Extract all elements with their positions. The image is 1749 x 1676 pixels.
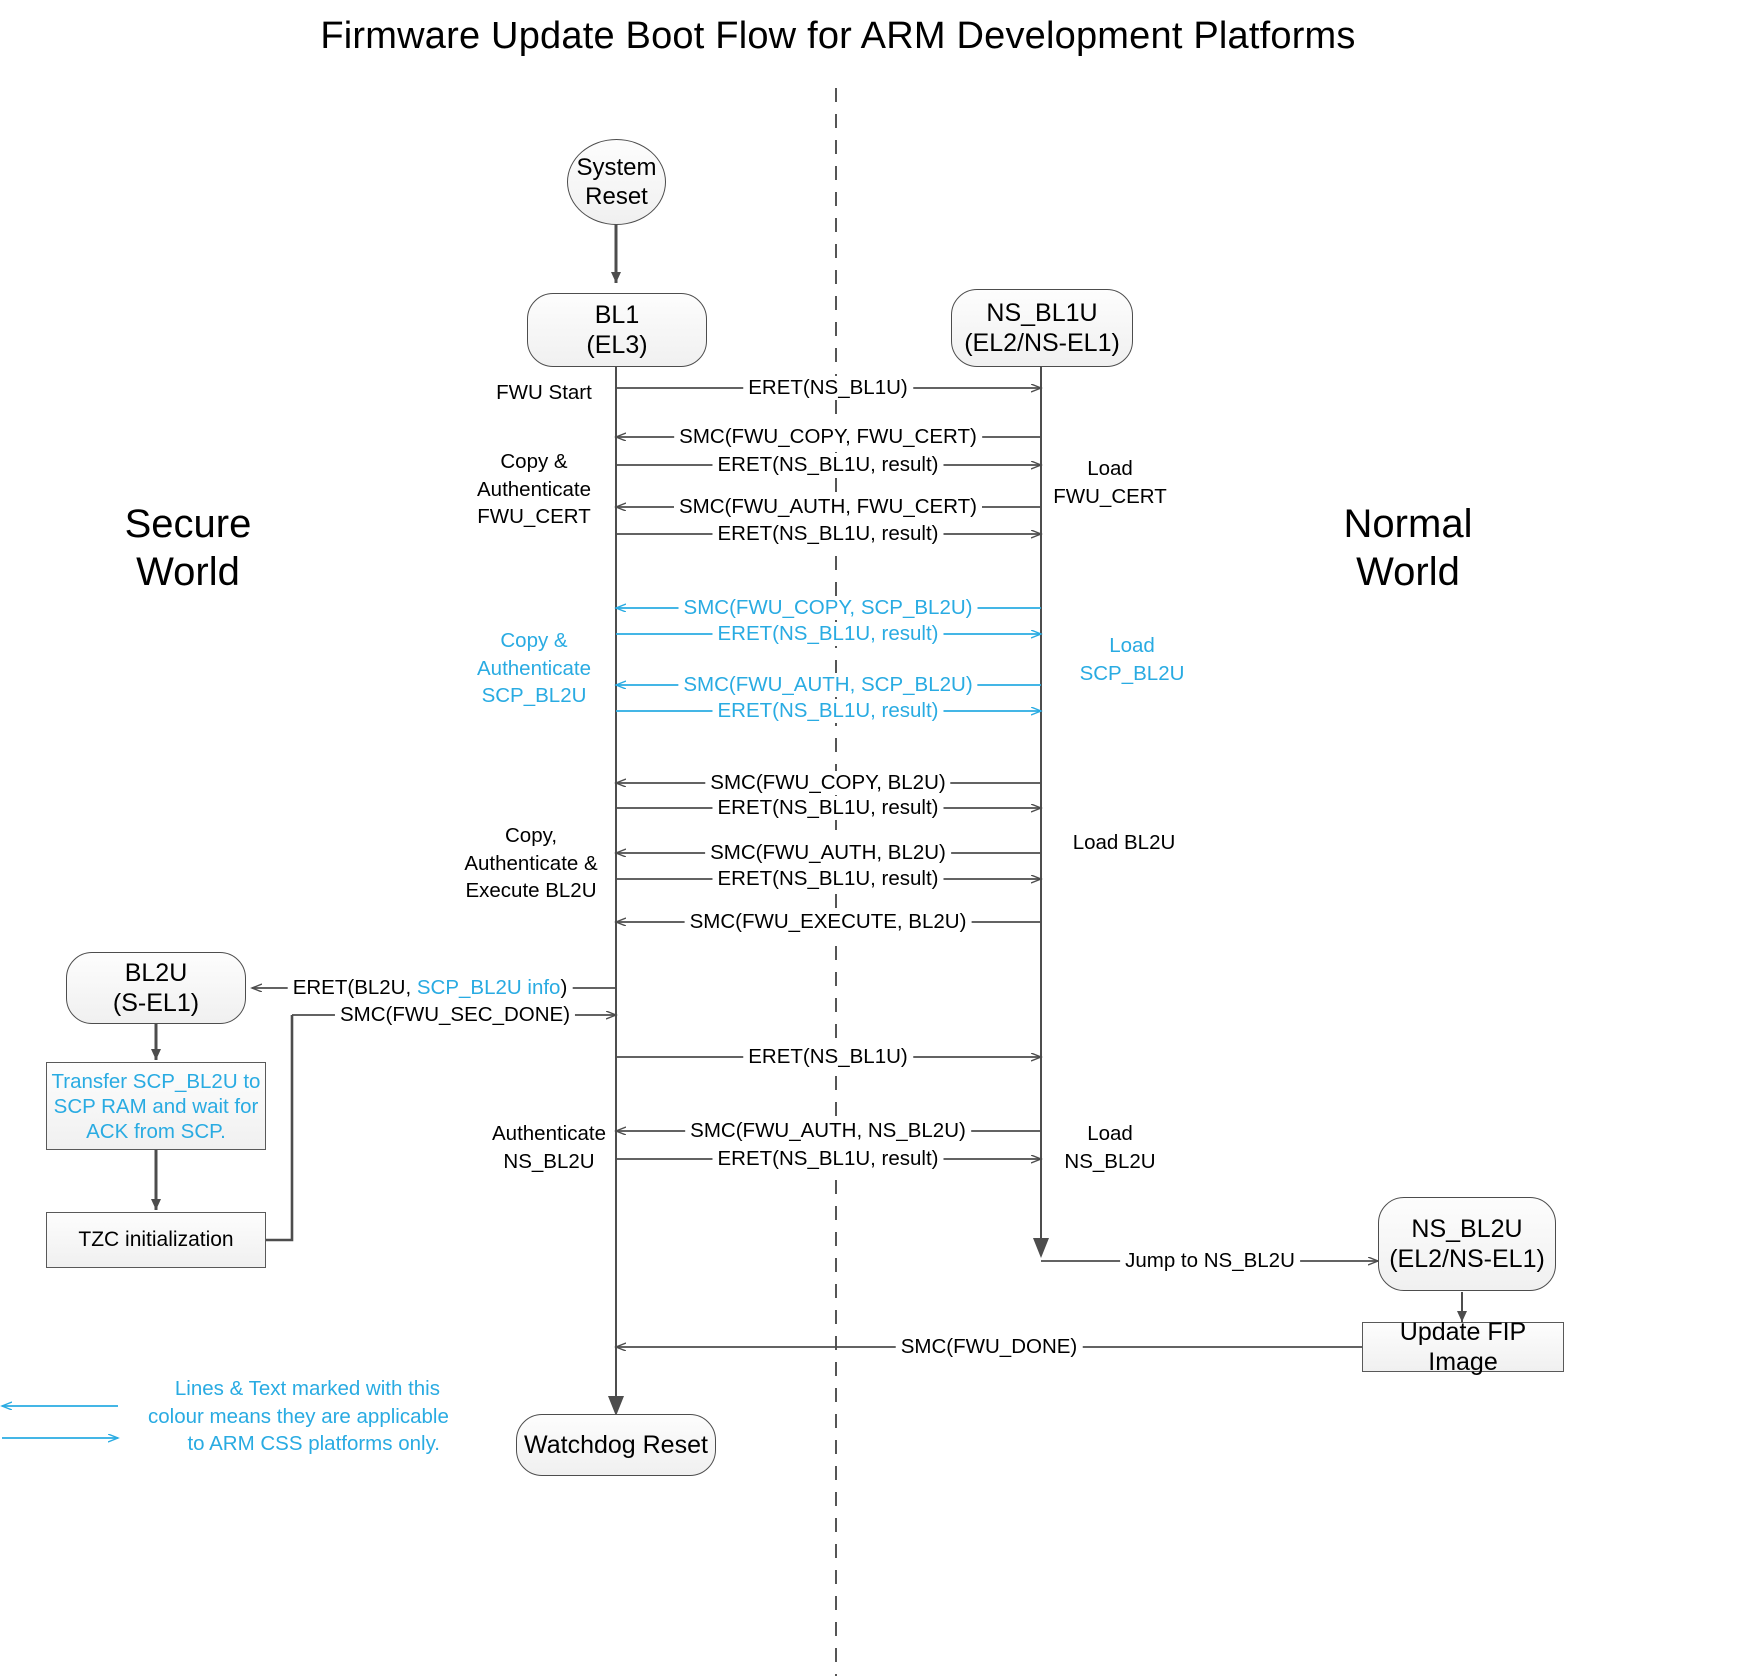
- message-label-m17: SMC(FWU_AUTH, NS_BL2U): [685, 1119, 971, 1144]
- message-label-m7: ERET(NS_BL1U, result): [712, 622, 944, 647]
- eret-bl2u-cyan-part: SCP_BL2U info: [416, 976, 561, 999]
- node-tzc-initialization[interactable]: TZC initialization: [46, 1212, 266, 1268]
- message-label-m9: ERET(NS_BL1U, result): [712, 699, 944, 724]
- message-label-m12: SMC(FWU_AUTH, BL2U): [705, 841, 951, 866]
- message-label-m15: SMC(FWU_SEC_DONE): [334, 1003, 576, 1028]
- node-update-fip-image[interactable]: Update FIP Image: [1362, 1318, 1564, 1376]
- message-label-m11: ERET(NS_BL1U, result): [712, 796, 944, 821]
- page-title: Firmware Update Boot Flow for ARM Develo…: [320, 15, 1356, 57]
- message-label-m8: SMC(FWU_AUTH, SCP_BL2U): [678, 673, 978, 698]
- node-ns-bl1u[interactable]: NS_BL1U(EL2/NS-EL1): [951, 289, 1133, 367]
- message-label-m20: SMC(FWU_DONE): [895, 1335, 1083, 1360]
- left-label-copy-auth-exec-bl2u: Copy,Authenticate &Execute BL2U: [464, 824, 598, 903]
- message-label-m14: SMC(FWU_EXECUTE, BL2U): [684, 910, 972, 935]
- message-label-m10: SMC(FWU_COPY, BL2U): [705, 771, 951, 796]
- message-label-m18: ERET(NS_BL1U, result): [712, 1147, 944, 1172]
- message-label-m5: ERET(NS_BL1U, result): [712, 522, 944, 547]
- lifeline-bl1: [608, 367, 624, 1416]
- legend-arrow-icons: [0, 1380, 140, 1470]
- right-label-load-bl2u: Load BL2U: [1072, 831, 1176, 854]
- message-label-m3: ERET(NS_BL1U, result): [712, 453, 944, 478]
- message-label-m13: ERET(NS_BL1U, result): [712, 867, 944, 892]
- eret-bl2u-prefix: ERET(BL2U,: [292, 976, 417, 999]
- message-label-m4: SMC(FWU_AUTH, FWU_CERT): [674, 495, 982, 520]
- left-label-fwu-start: FWU Start: [496, 381, 592, 404]
- message-label-m1: ERET(NS_BL1U): [743, 376, 913, 401]
- connector-tzc-to-secdone: [266, 1015, 294, 1242]
- message-label-m2: SMC(FWU_COPY, FWU_CERT): [674, 425, 982, 450]
- message-label-eret-bl2u: ERET(BL2U, SCP_BL2U info): [287, 976, 573, 1001]
- node-ns-bl2u[interactable]: NS_BL2U(EL2/NS-EL1): [1378, 1197, 1556, 1291]
- eret-bl2u-suffix: ): [560, 976, 568, 999]
- node-bl2u[interactable]: BL2U(S-EL1): [66, 952, 246, 1024]
- lifeline-ns-bl1u: [1033, 367, 1049, 1258]
- node-watchdog-reset[interactable]: Watchdog Reset: [516, 1414, 716, 1476]
- node-bl1[interactable]: BL1(EL3): [527, 293, 707, 367]
- message-label-m6: SMC(FWU_COPY, SCP_BL2U): [678, 596, 978, 621]
- message-label-m19: Jump to NS_BL2U: [1120, 1249, 1300, 1274]
- message-label-m16: ERET(NS_BL1U): [743, 1045, 913, 1070]
